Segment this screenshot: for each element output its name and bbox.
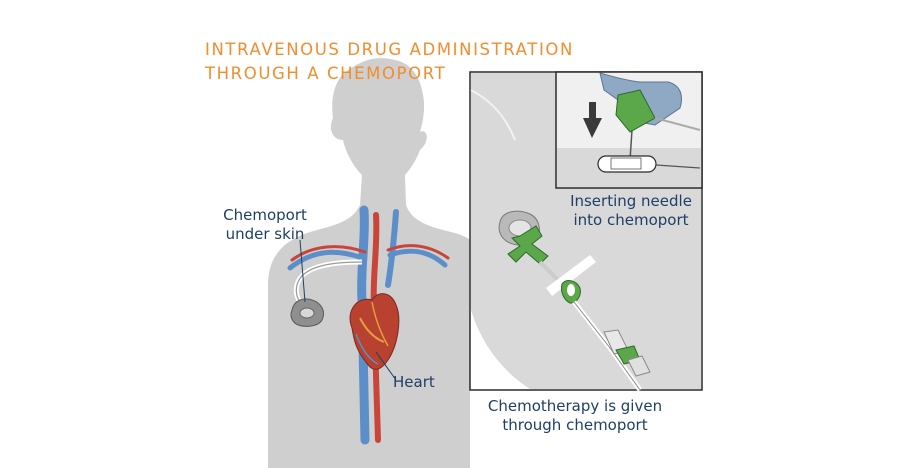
chemoport-label-line-1: Chemoport bbox=[206, 206, 324, 225]
heart-label: Heart bbox=[393, 373, 435, 392]
chemoport-label: Chemoport under skin bbox=[206, 206, 324, 244]
detail-box bbox=[556, 72, 702, 188]
given-label-line-2: through chemoport bbox=[480, 416, 670, 435]
chemoport-device bbox=[291, 299, 323, 326]
inserting-label-line-1: Inserting needle bbox=[556, 192, 706, 211]
inserting-needle-label: Inserting needle into chemoport bbox=[556, 192, 706, 230]
diagram-title: INTRAVENOUS DRUG ADMINISTRATION THROUGH … bbox=[205, 38, 574, 86]
title-line-2: THROUGH A CHEMOPORT bbox=[205, 62, 574, 86]
inserting-label-line-2: into chemoport bbox=[556, 211, 706, 230]
chemoport-label-line-2: under skin bbox=[206, 225, 324, 244]
chemotherapy-given-label: Chemotherapy is given through chemoport bbox=[480, 397, 670, 435]
given-label-line-1: Chemotherapy is given bbox=[480, 397, 670, 416]
title-line-1: INTRAVENOUS DRUG ADMINISTRATION bbox=[205, 38, 574, 62]
